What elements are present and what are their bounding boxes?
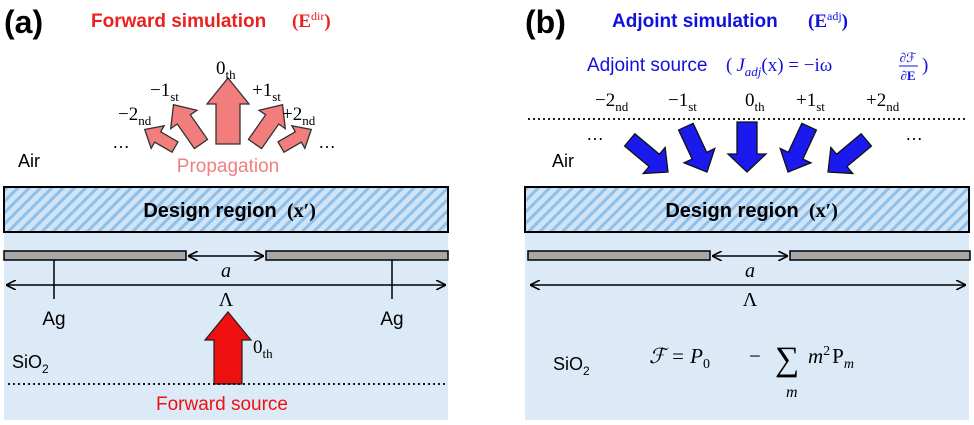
order-p2nd-label: +2nd	[282, 104, 316, 128]
design-region-box	[524, 186, 970, 233]
ellipsis-left: …	[112, 132, 130, 152]
figure-of-merit-formula: ℱ = P0 − ∑ m m2Pm	[649, 341, 854, 401]
ellipsis-left: …	[586, 124, 604, 144]
order-p2nd-arrow	[277, 124, 313, 154]
ag-grating-left	[527, 250, 711, 261]
order-p1st-arrow	[247, 103, 287, 150]
substrate-region	[525, 232, 969, 420]
air-label: Air	[552, 151, 574, 171]
adjoint-p1st-arrow	[779, 122, 818, 173]
order-m2nd-arrow	[143, 124, 179, 154]
panel-a: (a) Forward simulation (Edir) 0th −1st +…	[3, 4, 449, 420]
order-m2nd-label: −2nd	[595, 90, 629, 114]
adjoint-0th-arrow	[726, 121, 768, 173]
design-variable: (x′)	[809, 200, 838, 222]
fom-sum-index: m	[786, 384, 798, 401]
order-0th-arrow	[205, 76, 251, 145]
design-region-label: Design region	[143, 200, 276, 222]
design-variable: (x′)	[287, 200, 316, 222]
forward-source-label: Forward source	[156, 394, 288, 415]
title-field: (Eadj)	[808, 9, 848, 32]
order-m1st-label: −1st	[150, 80, 179, 104]
ellipsis-right: …	[318, 132, 336, 152]
fom-sum: ∑	[775, 341, 799, 378]
order-0th-label: 0th	[216, 58, 236, 82]
panel-label: (a)	[4, 4, 43, 40]
ag-label-left: Ag	[42, 309, 65, 330]
title-field: (Edir)	[292, 9, 331, 32]
panel-title: Forward simulation	[91, 11, 266, 32]
ag-grating-right	[265, 250, 449, 261]
forward-source-arrow	[203, 311, 253, 385]
period-label-lambda: Λ	[219, 289, 234, 311]
sio2-label: SiO2	[553, 354, 590, 378]
ellipsis-right: …	[905, 124, 923, 144]
panel-label: (b)	[525, 4, 566, 40]
ag-grating-left	[3, 250, 187, 261]
gap-label-a: a	[745, 260, 755, 282]
ag-label-right: Ag	[380, 309, 403, 330]
adjoint-arrows	[623, 121, 873, 175]
adjoint-m2nd-arrow	[623, 132, 669, 175]
air-label: Air	[18, 151, 40, 171]
adjoint-derivative-denominator: ∂E	[900, 68, 915, 83]
propagation-label: Propagation	[177, 156, 279, 177]
design-region-label: Design region	[665, 200, 798, 222]
fom-lhs: ℱ = P0	[649, 344, 710, 372]
adjoint-source-formula: (Jadj(x) = −iω	[726, 55, 832, 79]
diffraction-arrows	[143, 76, 313, 154]
panel-title: Adjoint simulation	[612, 11, 778, 32]
design-region-box	[3, 186, 449, 233]
sio2-label: SiO2	[12, 352, 49, 376]
source-order-label: 0th	[253, 337, 273, 361]
adjoint-p2nd-arrow	[827, 132, 873, 175]
panel-b: (b) Adjoint simulation (Eadj) Adjoint so…	[524, 4, 971, 420]
order-m1st-arrow	[169, 103, 209, 150]
formula-close-paren: )	[922, 55, 928, 76]
order-m2nd-label: −2nd	[118, 104, 152, 128]
fom-minus: −	[749, 344, 761, 368]
order-p1st-label: +1st	[796, 90, 825, 114]
gap-label-a: a	[221, 260, 231, 282]
order-0th-label: 0th	[745, 90, 765, 114]
adjoint-source-label: Adjoint source	[587, 55, 707, 76]
adjoint-m1st-arrow	[677, 122, 716, 173]
ag-grating-right	[789, 250, 971, 261]
order-p1st-label: +1st	[252, 80, 281, 104]
order-p2nd-label: +2nd	[866, 90, 900, 114]
fom-term: m2Pm	[808, 344, 854, 372]
order-m1st-label: −1st	[668, 90, 697, 114]
adjoint-derivative-numerator: ∂ℱ	[900, 50, 917, 65]
period-label-lambda: Λ	[743, 289, 758, 311]
